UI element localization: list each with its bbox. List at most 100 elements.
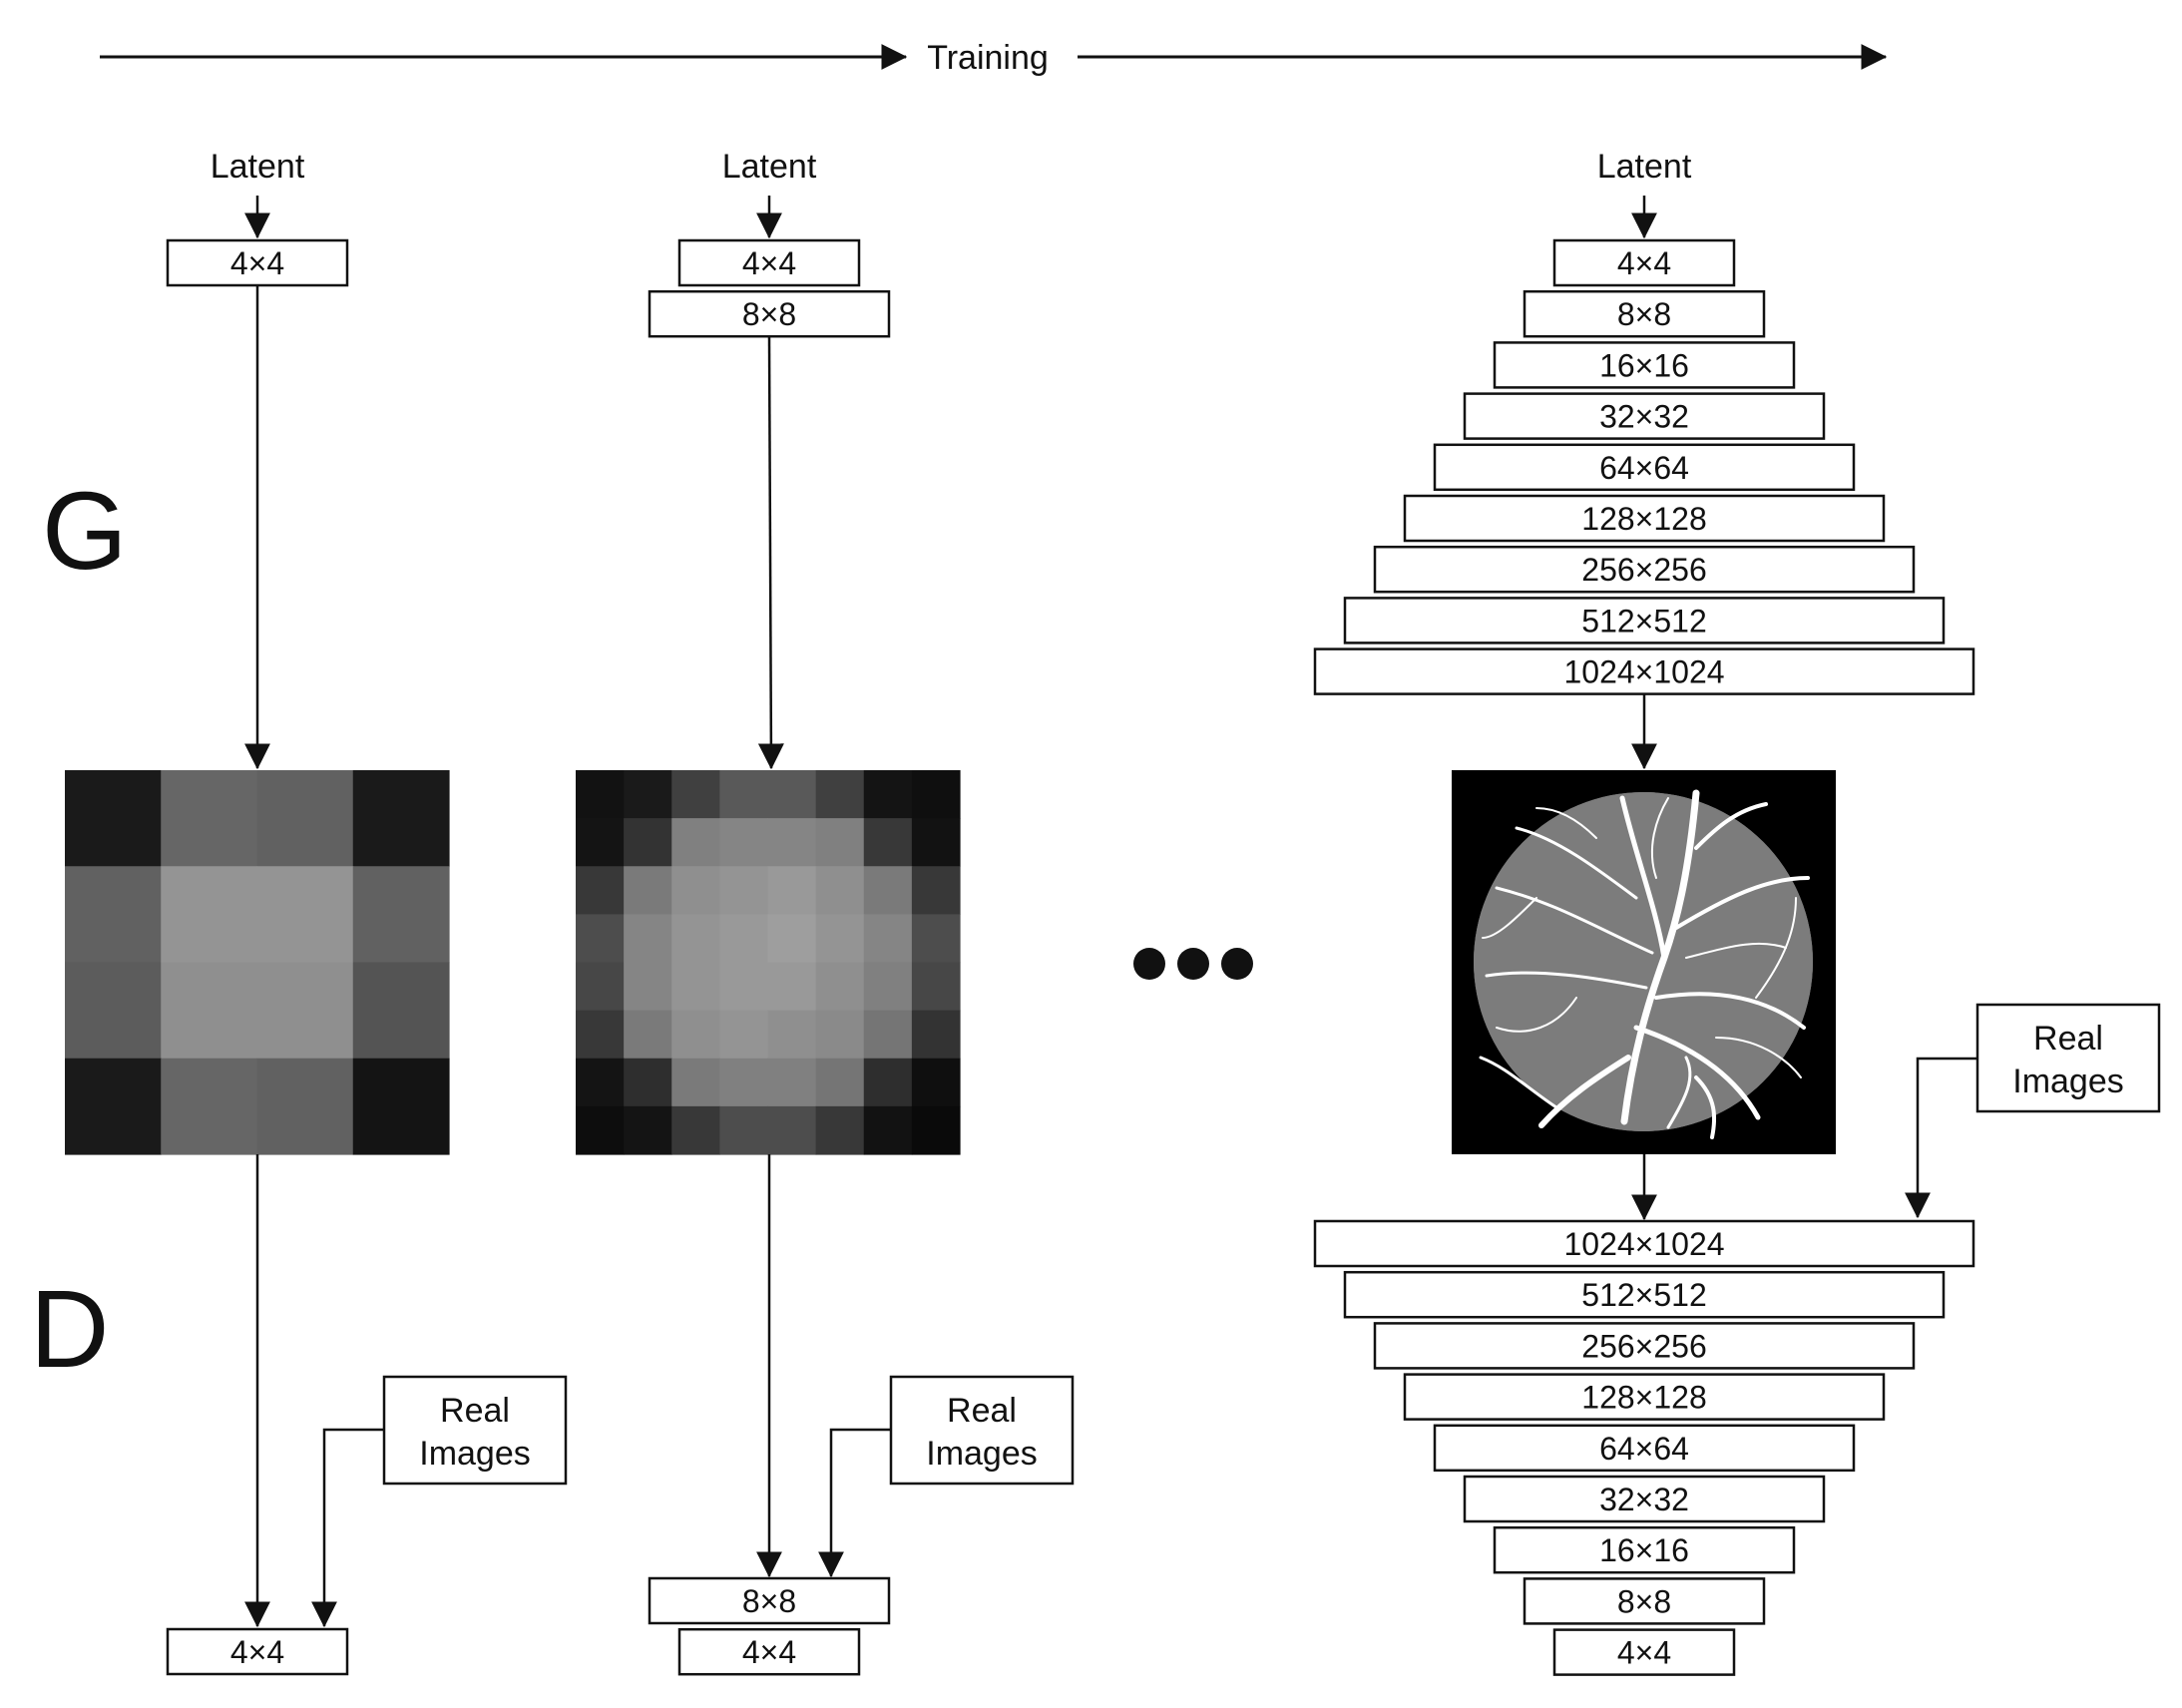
stage2-generated-image — [576, 770, 961, 1155]
stage2-image-pixel — [624, 770, 672, 819]
stage2-image-pixel — [671, 866, 720, 915]
stage2-image-pixel — [576, 1010, 625, 1060]
final-generator-layer-box: 4×4 — [1552, 238, 1736, 287]
stage2-image-pixel — [815, 1058, 865, 1107]
stage1-generator-stack: 4×4 — [166, 238, 349, 287]
stage2-image-pixel — [624, 1058, 672, 1107]
stage2-image-pixel — [671, 962, 720, 1012]
final-generator-layer-label: 32×32 — [1599, 399, 1689, 435]
stage2-image-pixel — [863, 962, 913, 1012]
final-discriminator-layer-label: 128×128 — [1581, 1380, 1706, 1416]
stage2-discriminator-layer-box: 8×8 — [648, 1576, 891, 1625]
final-generator-layer-label: 8×8 — [1617, 296, 1671, 332]
stage2-image-pixel — [719, 866, 769, 915]
stage2-image-pixel — [719, 962, 769, 1012]
stage2-generator-arrow — [757, 335, 784, 770]
stage2-real-images-line1: Real — [947, 1392, 1017, 1430]
training-timeline: Training — [100, 39, 1888, 77]
final-generator-stack: 4×48×816×1632×3264×64128×128256×256512×5… — [1313, 238, 1975, 695]
final-discriminator-layer-box: 16×16 — [1493, 1525, 1796, 1574]
final-discriminator-layer-label: 64×64 — [1599, 1431, 1689, 1467]
stage2-image-pixel — [576, 962, 625, 1012]
stage2-image-pixel — [911, 962, 961, 1012]
stage2-image-pixel — [719, 1058, 769, 1107]
stage2-image-pixel — [911, 770, 961, 819]
stage1-discriminator-layer-label: 4×4 — [230, 1634, 284, 1670]
stage2-image-pixel — [815, 770, 865, 819]
stage2-image-pixel — [911, 1105, 961, 1155]
stage2-real-images-arrow — [818, 1428, 891, 1578]
stage2-image-pixel — [863, 914, 913, 964]
stage2-image-pixel — [863, 818, 913, 867]
training-label: Training — [927, 39, 1049, 77]
stage-1: Latent 4×4 Real Images 4×4 — [65, 148, 568, 1676]
final-real-images-line1: Real — [2033, 1020, 2103, 1058]
stage2-image-pixel — [815, 818, 865, 867]
final-discriminator-layer-box: 128×128 — [1403, 1373, 1886, 1421]
stage1-image-pixel — [352, 770, 450, 867]
stage2-image-pixel — [624, 818, 672, 867]
final-real-images-box: Real Images — [1975, 1003, 2161, 1113]
stage2-image-pixel — [815, 1105, 865, 1155]
final-generator-layer-box: 128×128 — [1403, 494, 1886, 543]
final-generator-layer-box: 16×16 — [1493, 341, 1796, 389]
final-generator-layer-label: 16×16 — [1599, 347, 1689, 383]
stage2-image-pixel — [767, 866, 817, 915]
final-generator-layer-label: 64×64 — [1599, 450, 1689, 486]
stage2-image-pixel — [767, 1010, 817, 1060]
stage2-discriminator-layer-label: 8×8 — [742, 1583, 796, 1619]
stage1-discriminator-stack: 4×4 — [166, 1627, 349, 1676]
stage2-image-pixel — [576, 1058, 625, 1107]
stage2-image-pixel — [624, 914, 672, 964]
final-real-images-arrow — [1905, 1057, 1977, 1219]
ellipsis-dot-2 — [1177, 948, 1209, 980]
stage2-real-images-line2: Images — [926, 1435, 1038, 1473]
stage1-generator-layer-box: 4×4 — [166, 238, 349, 287]
final-discriminator-stack: 1024×1024512×512256×256128×12864×6432×32… — [1313, 1219, 1975, 1676]
stage2-image-pixel — [624, 1105, 672, 1155]
final-generator-layer-label: 128×128 — [1581, 501, 1706, 537]
final-discriminator-layer-label: 32×32 — [1599, 1482, 1689, 1517]
stage2-real-images-box: Real Images — [889, 1375, 1075, 1486]
stage2-image-pixel — [767, 914, 817, 964]
retinal-vessel-image — [1452, 770, 1836, 1154]
stage1-real-images-line2: Images — [419, 1435, 531, 1473]
stage2-image-pixel — [624, 866, 672, 915]
ellipsis-dot-3 — [1221, 948, 1253, 980]
stage1-image-pixel — [65, 1058, 162, 1155]
vessel-tree — [1474, 789, 1813, 1139]
stage2-image-pixel — [911, 914, 961, 964]
stage1-generator-layer-label: 4×4 — [230, 245, 284, 281]
stage2-image-pixel — [576, 818, 625, 867]
stage2-generator-stack: 4×48×8 — [648, 238, 891, 338]
stage2-image-pixel — [719, 914, 769, 964]
stage2-image-pixel — [671, 1105, 720, 1155]
stage2-image-pixel — [863, 1105, 913, 1155]
stage1-real-images-arrow — [311, 1428, 384, 1628]
ellipsis-dots: ••• — [1133, 948, 1253, 980]
discriminator-label: D — [30, 1268, 109, 1391]
stage2-generator-layer-box: 4×4 — [677, 238, 861, 287]
stage2-latent-label: Latent — [722, 148, 817, 186]
final-generator-layer-label: 1024×1024 — [1563, 654, 1724, 690]
stage2-discriminator-layer-label: 4×4 — [742, 1634, 796, 1670]
stage1-image-pixel — [256, 866, 354, 964]
stage1-image-pixel — [161, 866, 258, 964]
stage2-image-pixel — [815, 1010, 865, 1060]
stage2-image-pixel — [671, 770, 720, 819]
final-generator-layer-box: 32×32 — [1463, 392, 1826, 440]
stage1-real-images-box: Real Images — [382, 1375, 568, 1486]
stage2-image-pixel — [863, 866, 913, 915]
final-discriminator-layer-label: 1024×1024 — [1563, 1226, 1724, 1262]
stage1-image-pixel — [161, 1058, 258, 1155]
final-generator-layer-box: 64×64 — [1433, 443, 1856, 492]
stage2-image-pixel — [767, 770, 817, 819]
stage2-image-pixel — [815, 866, 865, 915]
stage2-image-pixel — [815, 962, 865, 1012]
final-generator-layer-box: 1024×1024 — [1313, 647, 1975, 695]
stage2-generator-layer-label: 8×8 — [742, 296, 796, 332]
final-discriminator-layer-label: 8×8 — [1617, 1583, 1671, 1619]
final-generator-layer-box: 512×512 — [1343, 597, 1946, 644]
stage-final: Latent 4×48×816×1632×3264×64128×128256×2… — [1313, 148, 2161, 1676]
